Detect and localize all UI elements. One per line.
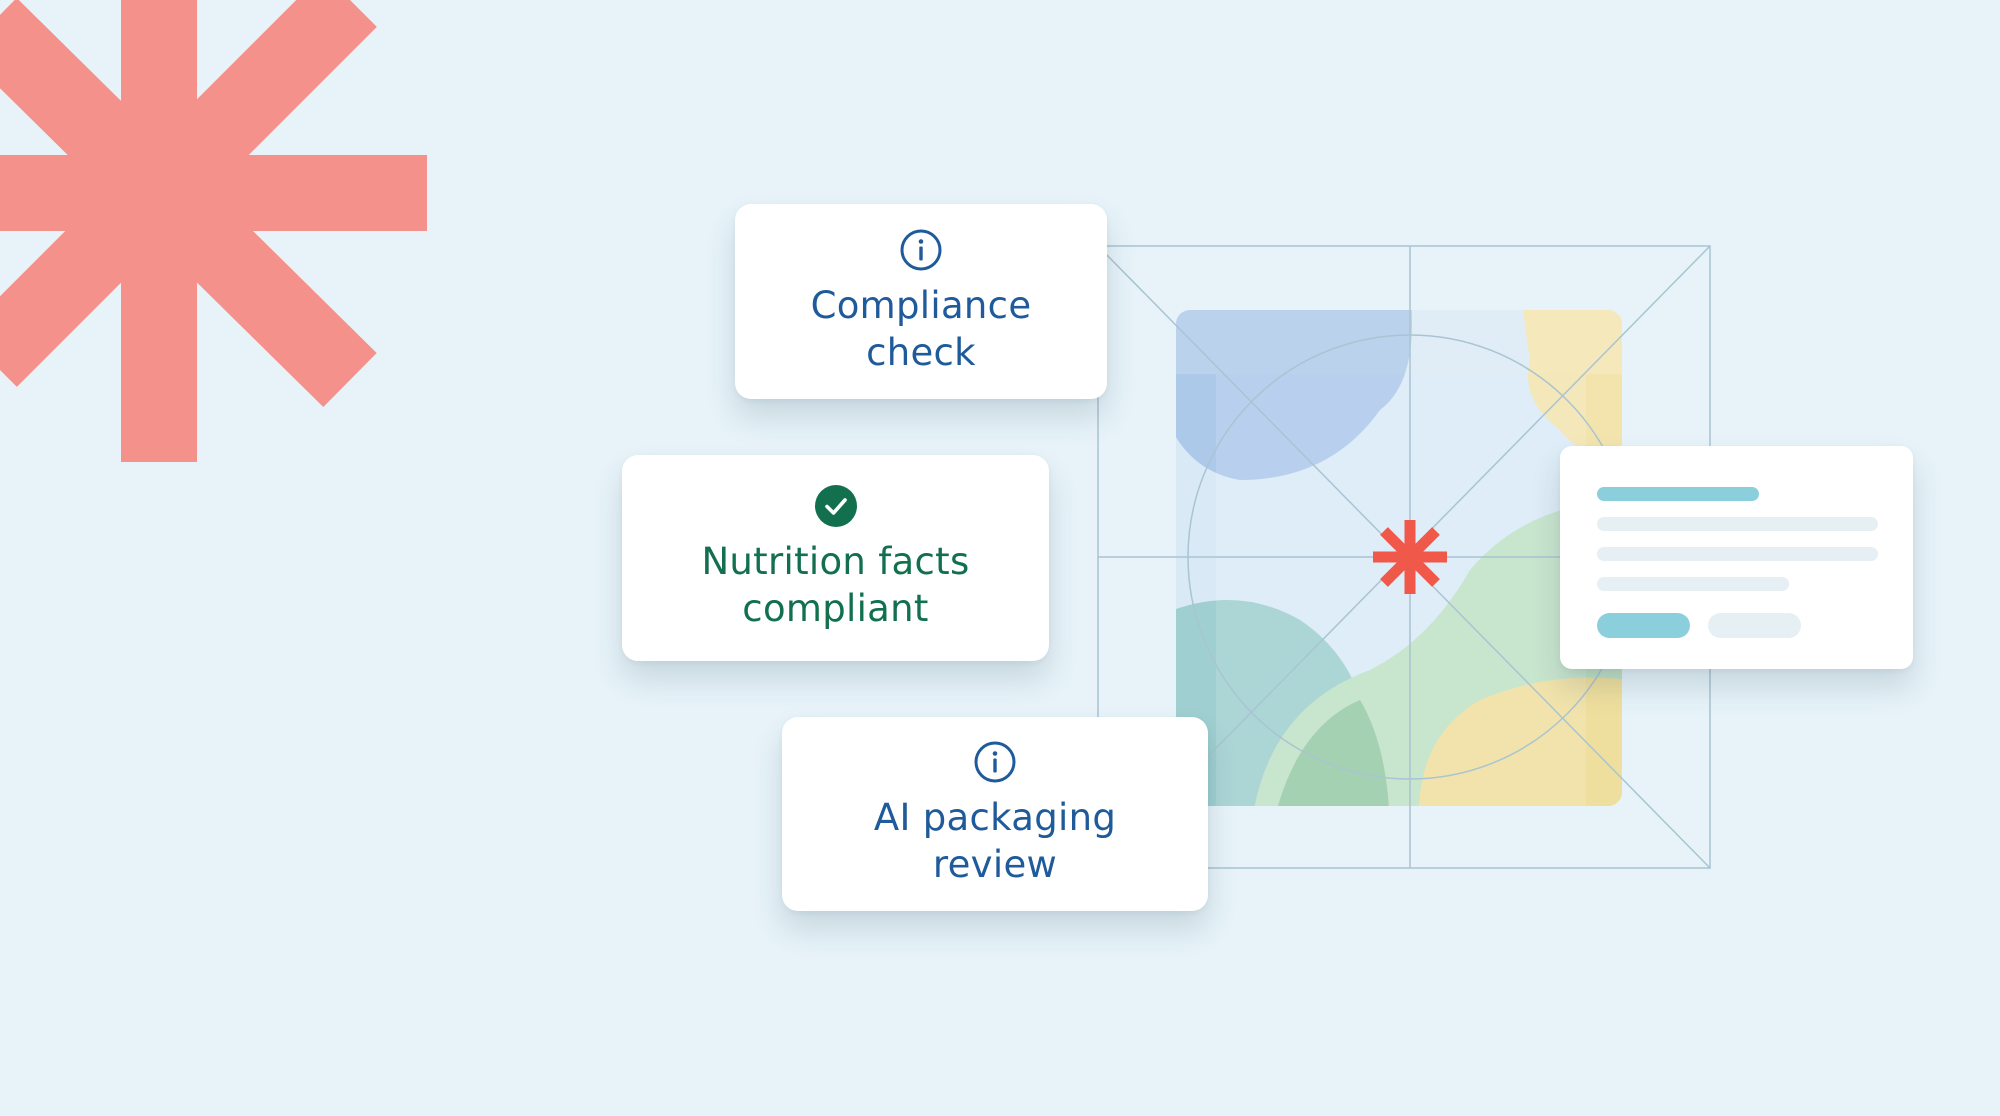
compliance-check-label: Compliance check bbox=[810, 283, 1032, 374]
nutrition-facts-card: Nutrition facts compliant bbox=[622, 455, 1049, 661]
placeholder-text-line bbox=[1597, 517, 1878, 531]
compliance-check-card: Compliance check bbox=[735, 204, 1107, 399]
placeholder-form-card bbox=[1560, 446, 1913, 669]
info-circle-icon bbox=[900, 229, 942, 270]
placeholder-primary-button bbox=[1597, 613, 1690, 638]
center-asterisk-icon bbox=[1373, 520, 1447, 594]
nutrition-facts-label: Nutrition facts compliant bbox=[701, 540, 970, 630]
large-asterisk-icon bbox=[0, 0, 427, 462]
ai-packaging-review-label: AI packaging review bbox=[873, 796, 1117, 886]
placeholder-text-line bbox=[1597, 577, 1789, 591]
check-circle-icon bbox=[814, 485, 857, 527]
placeholder-text-line bbox=[1597, 547, 1878, 561]
ai-packaging-review-card: AI packaging review bbox=[782, 717, 1208, 911]
info-circle-icon bbox=[974, 741, 1016, 783]
packaging-mockup bbox=[1097, 245, 1711, 869]
placeholder-secondary-button bbox=[1708, 613, 1801, 638]
placeholder-title-bar bbox=[1597, 487, 1759, 501]
